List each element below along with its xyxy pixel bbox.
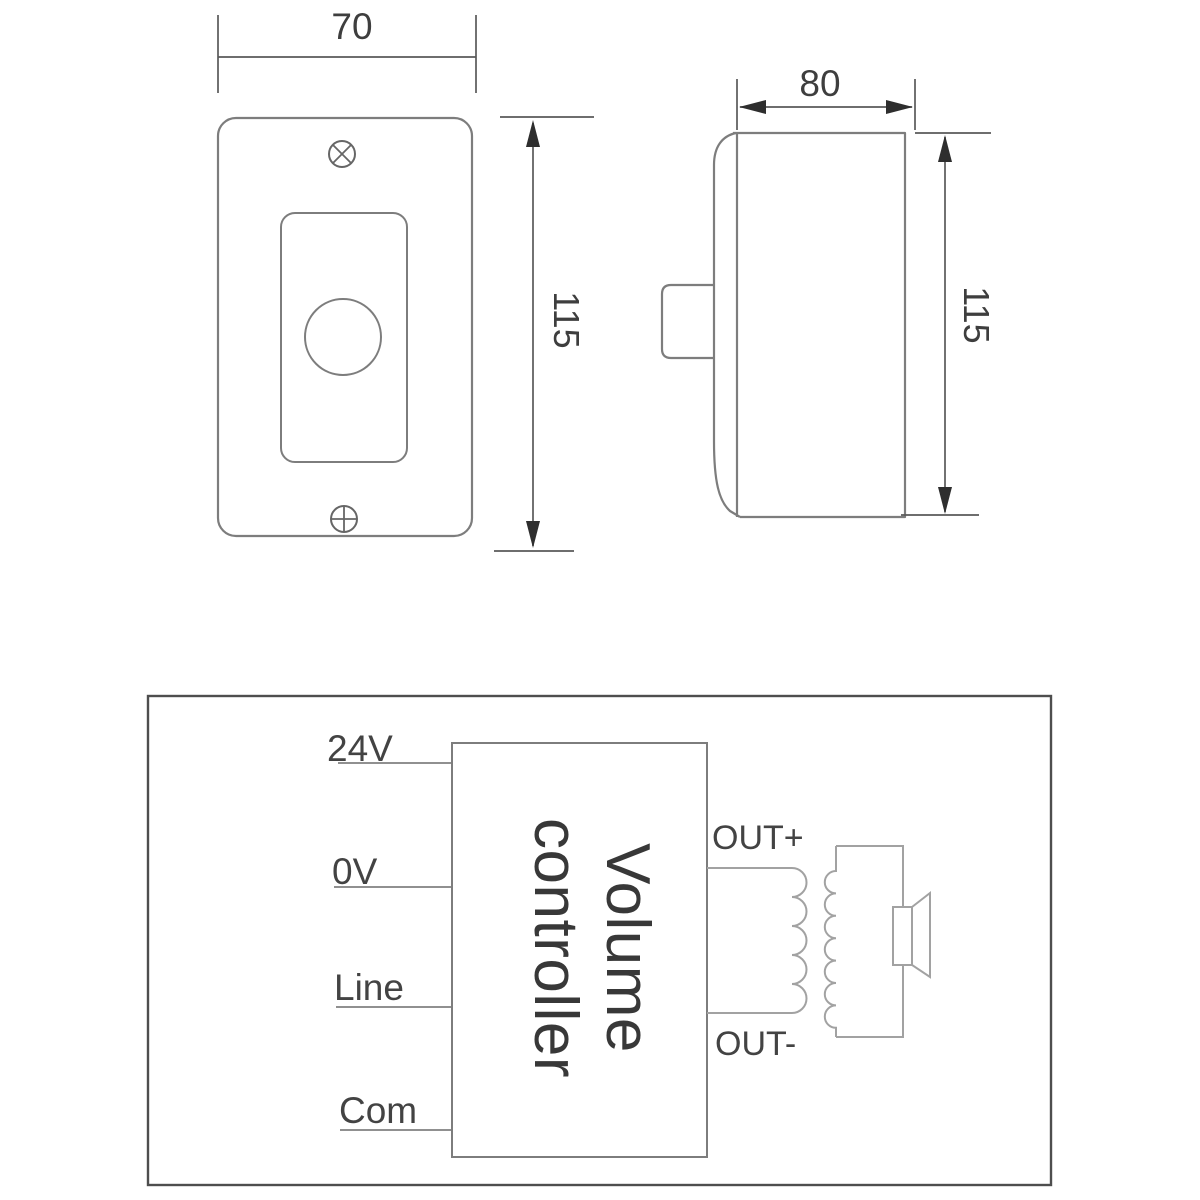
front-view-drawing <box>216 15 594 552</box>
speaker-driver <box>892 906 913 966</box>
side-view-drawing <box>660 79 991 519</box>
dim-115-side-arrows <box>938 135 952 514</box>
dim-70-lines <box>217 15 477 93</box>
side-height-dimension-label: 115 <box>956 286 997 344</box>
screw-bottom-icon <box>330 505 358 533</box>
input-label-24v: 24V <box>327 728 393 769</box>
volume-controller-label: Volume controller <box>521 818 662 1078</box>
dim-115-front-lines <box>494 116 594 552</box>
input-label-line: Line <box>334 967 404 1008</box>
input-label-0v: 0V <box>332 851 378 892</box>
input-label-com: Com <box>339 1090 418 1131</box>
side-flange-outline <box>712 131 741 518</box>
volume-knob-circle <box>304 298 382 376</box>
screw-top-icon <box>328 140 356 168</box>
wiring-diagram <box>146 694 1053 1187</box>
front-width-dimension-label: 70 <box>331 6 373 47</box>
front-height-dimension-label: 115 <box>546 291 587 349</box>
side-knob-outline <box>660 283 714 360</box>
dim-80-arrows <box>739 100 913 114</box>
dim-115-front-arrows <box>526 120 540 548</box>
input-wires <box>334 762 452 1131</box>
transformer-secondary-coil <box>823 846 837 1037</box>
output-label-out-minus: OUT- <box>715 1025 797 1063</box>
side-body-outline <box>660 131 907 519</box>
controller-box <box>451 742 708 1158</box>
speaker-icon <box>892 890 931 979</box>
dim-80-lines <box>736 79 916 130</box>
speaker-cone <box>911 890 931 979</box>
dim-115-side-lines <box>901 132 991 516</box>
output-label-out-plus: OUT+ <box>712 819 804 857</box>
side-depth-dimension-label: 80 <box>799 63 841 104</box>
transformer-primary-coil <box>707 867 808 1014</box>
